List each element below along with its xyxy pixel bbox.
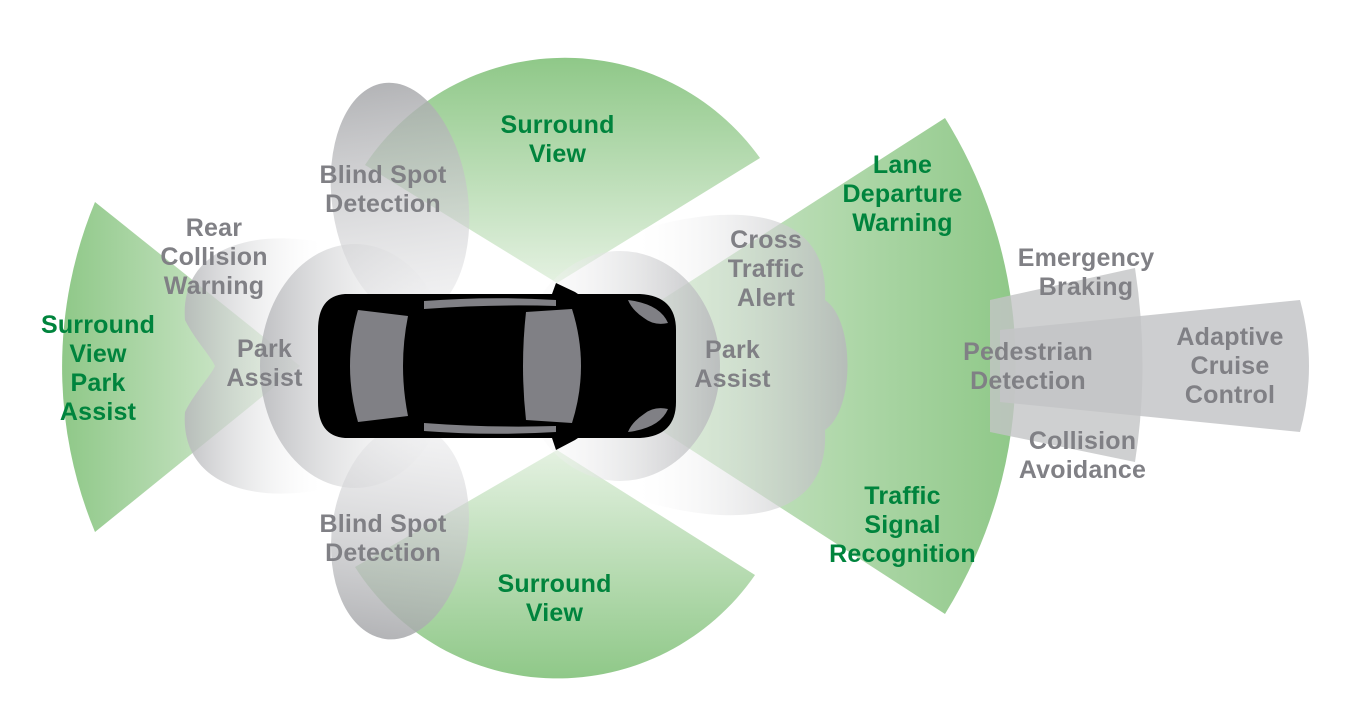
label-blind-spot-bottom: Blind Spot Detection xyxy=(319,510,447,567)
label-lane-departure-warning: Lane Departure Warning xyxy=(842,151,963,237)
label-surround-view-top: Surround View xyxy=(500,111,615,168)
zone-blind-spot-top xyxy=(330,82,470,318)
zone-surround-view-top xyxy=(365,57,760,284)
label-adaptive-cruise-control: Adaptive Cruise Control xyxy=(1176,323,1284,409)
label-pedestrian-detection: Pedestrian Detection xyxy=(963,338,1093,395)
label-park-assist-rear: Park Assist xyxy=(226,335,303,392)
label-blind-spot-top: Blind Spot Detection xyxy=(319,161,447,218)
label-surround-view-bottom: Surround View xyxy=(497,570,612,627)
label-rear-collision-warning: Rear Collision Warning xyxy=(160,214,268,300)
label-collision-avoidance: Collision Avoidance xyxy=(1018,427,1147,484)
label-cross-traffic-alert: Cross Traffic Alert xyxy=(727,226,805,312)
label-traffic-signal-recognition: Traffic Signal Recognition xyxy=(829,482,976,568)
zone-surround-view-park-assist xyxy=(62,202,300,532)
label-emergency-braking: Emergency Braking xyxy=(1017,244,1155,301)
zone-emergency-braking-collision-avoidance xyxy=(990,268,1143,462)
label-surround-view-park-assist: Surround View Park Assist xyxy=(40,311,156,426)
zone-surround-view-bottom xyxy=(355,450,755,679)
car-icon xyxy=(318,283,676,450)
label-park-assist-front: Park Assist xyxy=(694,336,771,393)
zone-blind-spot-bottom xyxy=(331,424,469,640)
